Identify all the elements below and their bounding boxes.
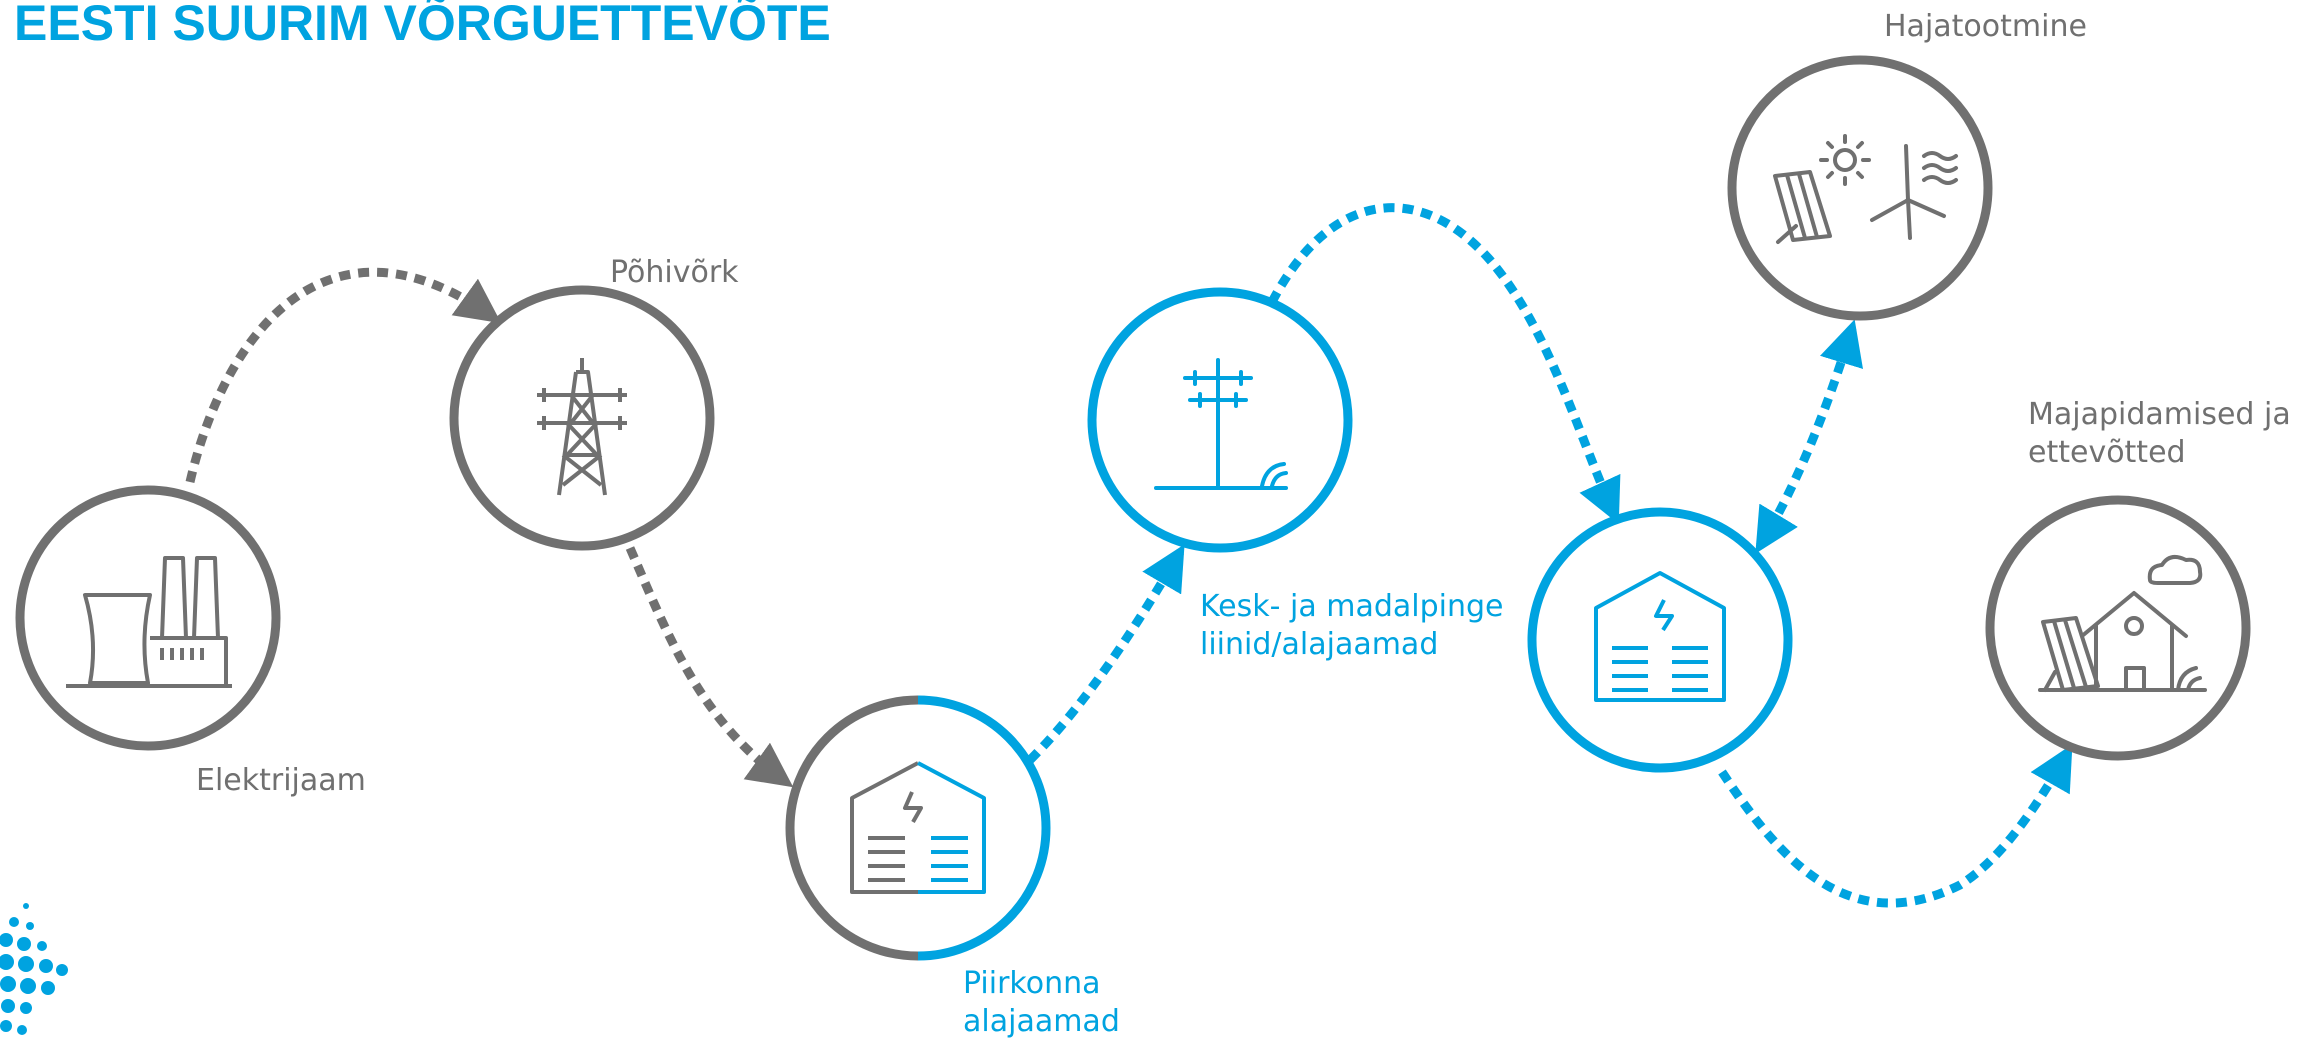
label-regional-substations: Piirkonna alajaamad xyxy=(963,966,1120,1039)
arrow-substation-to-lines xyxy=(1026,544,1185,764)
arrow-plant-to-main-grid xyxy=(185,267,502,484)
page-title: EESTI SUURIM VÕRGUETTEVÕTE xyxy=(14,0,831,51)
arrow-substation-to-households xyxy=(1718,744,2073,908)
label-power-plant: Elektrijaam xyxy=(196,763,366,798)
arrow-lines-to-substation xyxy=(1268,203,1621,525)
node-substation xyxy=(1527,507,1793,773)
substation-icon xyxy=(1594,571,1726,702)
node-main-grid xyxy=(449,285,715,551)
solar-wind-icon xyxy=(1773,134,1958,244)
label-medium-low-voltage-lines: Kesk- ja madalpinge liinid/alajaamad xyxy=(1200,589,1513,662)
label-distributed-generation: Hajatootmine xyxy=(1884,9,2087,44)
label-main-grid: Põhivõrk xyxy=(610,255,739,290)
power-plant-icon xyxy=(66,556,232,688)
node-households-businesses xyxy=(1985,495,2251,761)
arrow-substation-distributed-gen xyxy=(1755,319,1863,554)
arrow-main-grid-to-substation xyxy=(625,546,794,788)
house-icon xyxy=(2038,554,2207,692)
logo-dots-icon xyxy=(0,903,68,1035)
node-distributed-generation xyxy=(1727,55,1993,321)
label-households-businesses: Majapidamised ja ettevõtted xyxy=(2028,397,2300,470)
transmission-tower-icon xyxy=(537,358,627,496)
node-medium-low-voltage-lines xyxy=(1087,287,1353,553)
substation-icon xyxy=(850,761,986,894)
utility-pole-icon xyxy=(1154,358,1288,490)
node-regional-substations xyxy=(785,695,1051,961)
node-power-plant xyxy=(15,485,281,751)
